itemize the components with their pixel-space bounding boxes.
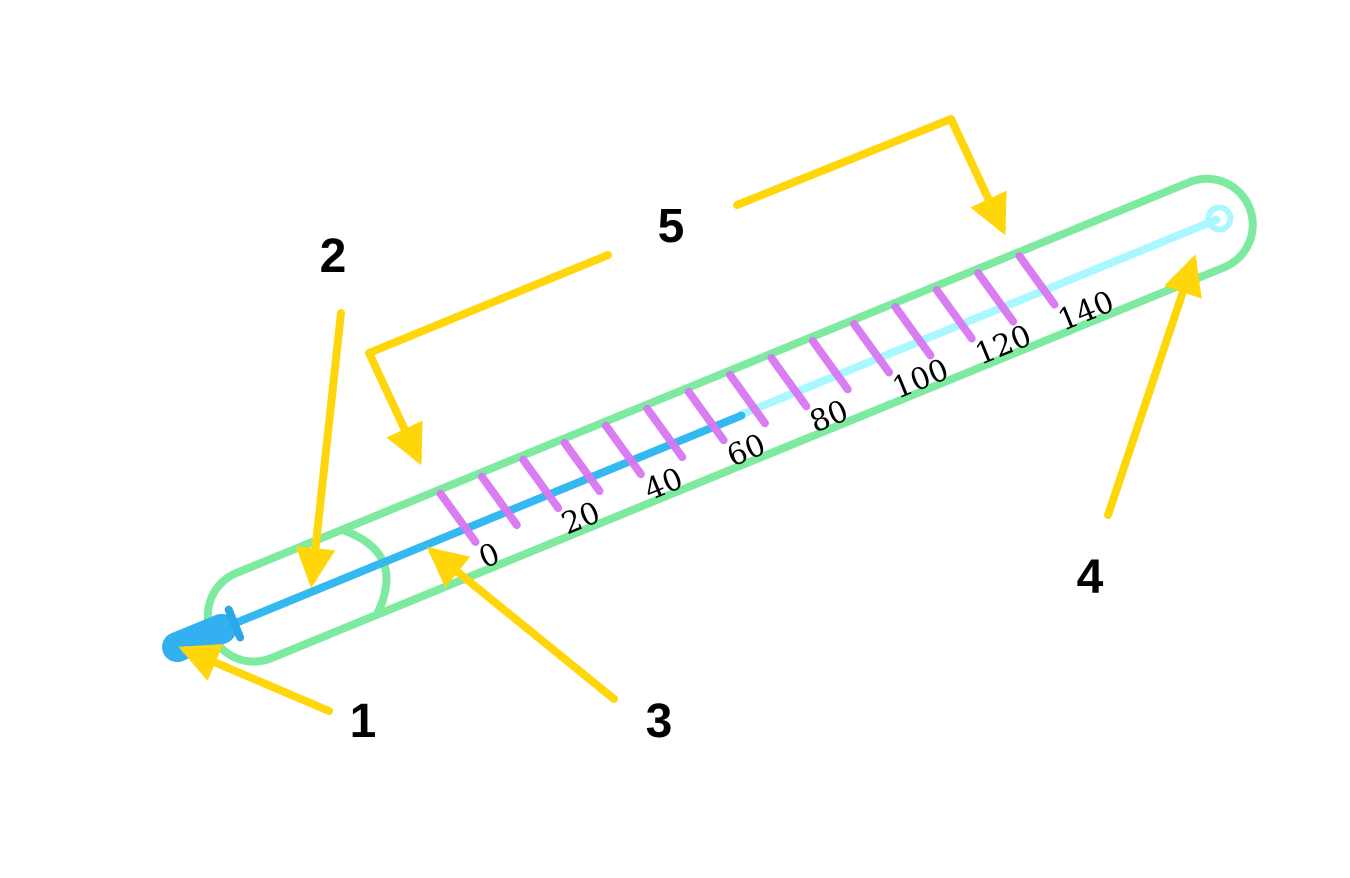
scale-tick bbox=[477, 472, 521, 530]
scale-tick bbox=[643, 404, 687, 462]
pointers bbox=[178, 115, 1202, 715]
scale-tick bbox=[974, 269, 1018, 326]
scale-tick bbox=[601, 421, 645, 479]
scale-tick bbox=[1015, 252, 1059, 309]
scale-tick bbox=[436, 489, 480, 546]
pointer-4-arrow bbox=[1104, 254, 1202, 519]
scale-tick bbox=[850, 319, 894, 377]
scale-tick bbox=[684, 387, 728, 445]
scale-tick bbox=[932, 286, 976, 343]
pointer-2-arrow bbox=[295, 309, 345, 588]
empty-capillary bbox=[737, 215, 1221, 419]
callout-2: 2 bbox=[320, 230, 347, 283]
liquid-column bbox=[170, 411, 746, 653]
scale-ticks bbox=[436, 252, 1059, 546]
scale-tick bbox=[726, 370, 769, 428]
pointer-1-arrow bbox=[178, 644, 333, 715]
scale-tick bbox=[519, 455, 563, 513]
scale-label: 120 bbox=[970, 318, 1036, 372]
callout-5: 5 bbox=[658, 200, 685, 253]
pointer-3-arrow bbox=[426, 546, 618, 703]
bulb-collar bbox=[224, 605, 245, 642]
scale-tick bbox=[891, 303, 935, 360]
callout-4: 4 bbox=[1077, 551, 1104, 604]
scale-tick bbox=[767, 353, 811, 411]
scale-tick bbox=[808, 336, 852, 394]
callout-1: 1 bbox=[350, 695, 377, 748]
scale-label: 100 bbox=[888, 352, 954, 406]
scale-tick bbox=[560, 438, 604, 496]
reservoir-circle bbox=[1205, 204, 1234, 233]
pointer-5-bracket-left bbox=[365, 251, 612, 466]
pointer-5-bracket-right bbox=[733, 115, 1007, 236]
scale-label: 140 bbox=[1053, 284, 1119, 338]
callout-3: 3 bbox=[646, 695, 673, 748]
